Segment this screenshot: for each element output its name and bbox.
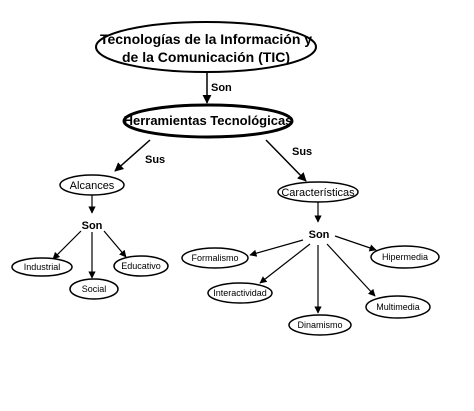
connector-sus-right: Sus [292,146,312,158]
node-alcances-label: Alcances [70,180,115,192]
edge-son-formalismo [249,239,304,257]
connector-son-alcances: Son [82,220,103,232]
node-industrial-label: Industrial [24,262,61,272]
node-educativo: Educativo [113,255,169,277]
node-hipermedia: Hipermedia [370,245,440,269]
node-tic: Tecnologías de la Información y de la Co… [95,21,317,73]
node-tic-line2: de la Comunicación (TIC) [122,49,290,65]
node-caracteristicas: Características [277,181,359,203]
node-tic-line1: Tecnologías de la Información y [100,31,312,47]
edge-son-hipermedia [334,235,377,252]
edge-son-educativo [103,230,127,258]
node-formalismo-label: Formalismo [191,253,238,263]
node-alcances: Alcances [59,174,125,196]
edge-son-multimedia [326,243,376,297]
connector-son-top: Son [211,82,232,94]
node-caracteristicas-label: Características [281,187,355,199]
edge-herramientas-alcances [114,139,151,172]
node-herramientas-label: Herramientas Tecnológicas [124,113,293,128]
edge-son-interactividad [259,243,311,284]
connector-son-caracteristicas: Son [309,229,330,241]
node-interactividad: Interactividad [207,282,273,304]
node-social-label: Social [82,284,107,294]
node-multimedia: Multimedia [365,295,431,319]
node-hipermedia-label: Hipermedia [382,252,428,262]
node-multimedia-label: Multimedia [376,302,420,312]
connector-sus-left: Sus [145,154,165,166]
node-interactividad-label: Interactividad [213,288,267,298]
edge-son-industrial [52,230,82,260]
node-formalismo: Formalismo [181,247,249,269]
node-dinamismo: Dinamismo [288,314,352,336]
node-industrial: Industrial [11,257,73,277]
edge-herramientas-caracteristicas [265,139,307,182]
node-herramientas: Herramientas Tecnológicas [122,103,294,139]
node-educativo-label: Educativo [121,261,161,271]
node-social: Social [69,278,119,300]
node-dinamismo-label: Dinamismo [297,320,342,330]
